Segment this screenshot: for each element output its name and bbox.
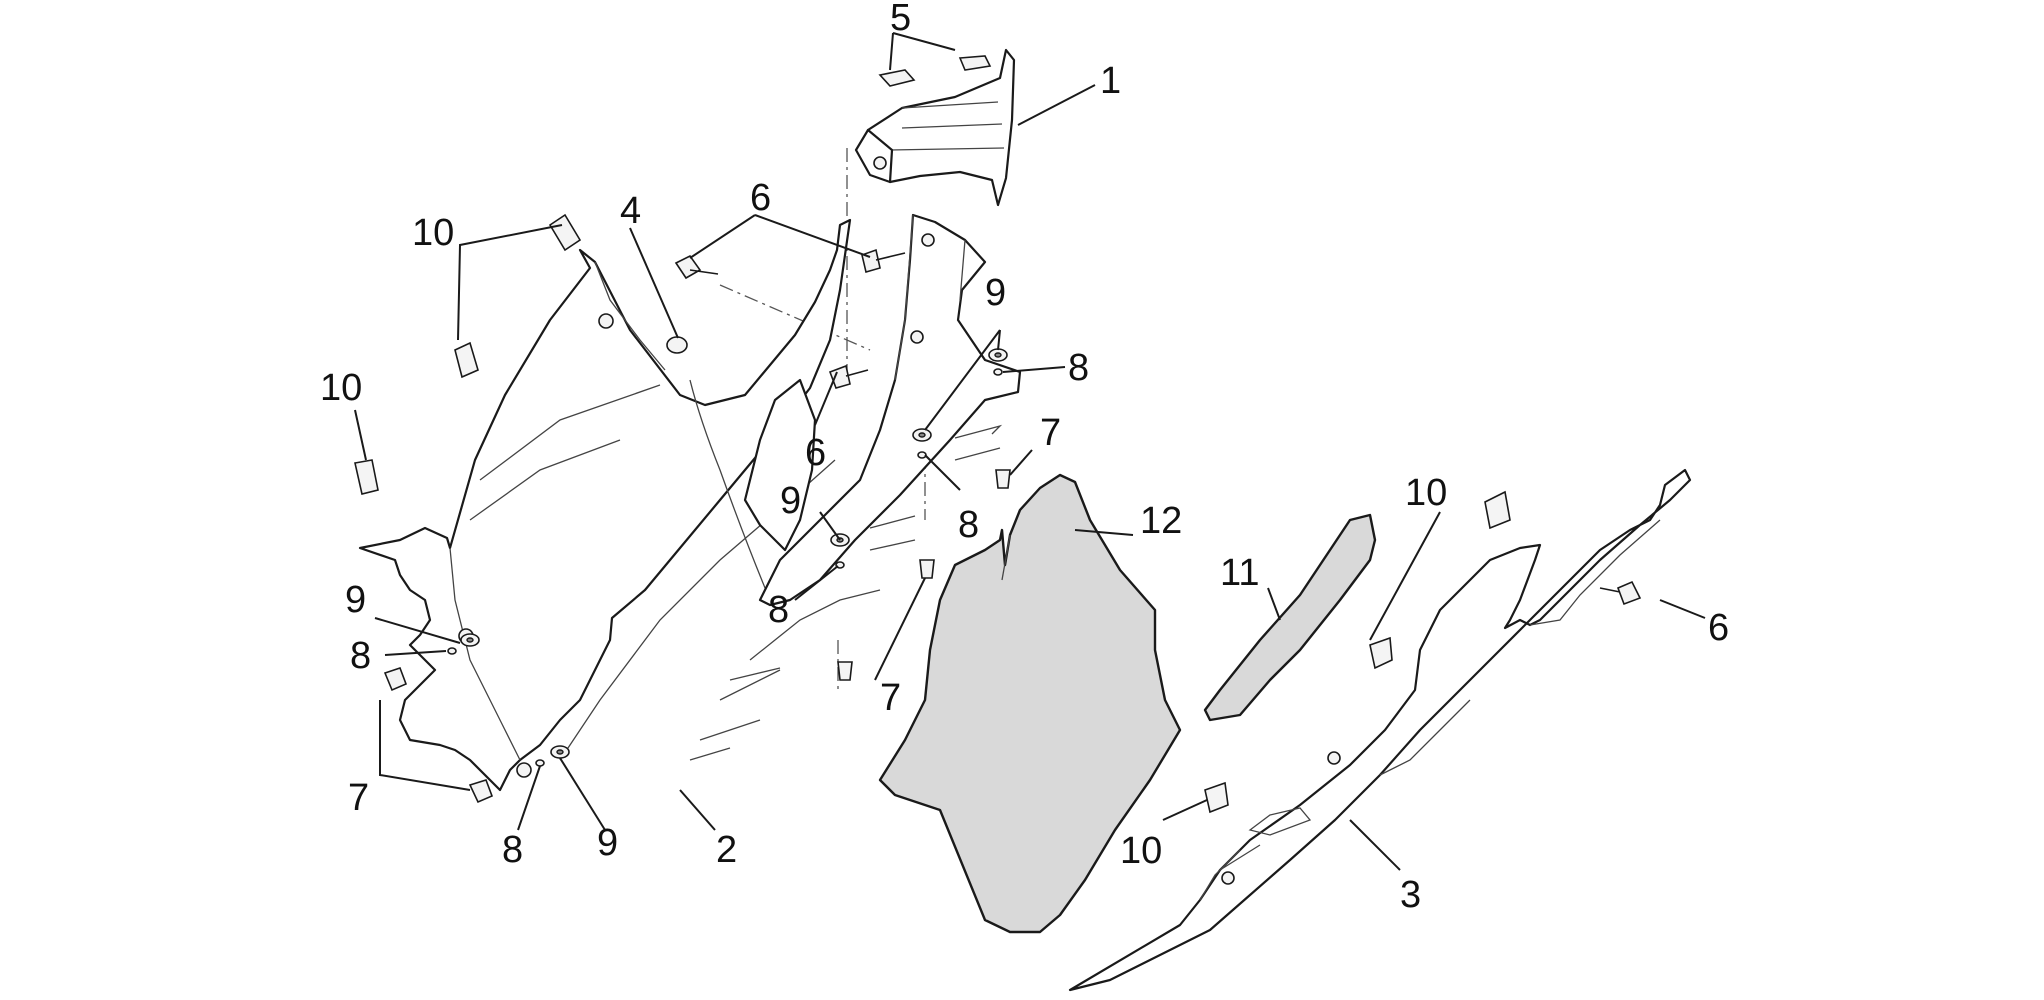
callout-9-upper: 9 (985, 272, 1006, 314)
leader-lines (354, 32, 1706, 871)
callout-6-right: 6 (1708, 607, 1729, 649)
callout-3: 3 (1400, 874, 1421, 916)
fastener-hardware (354, 213, 1642, 814)
callout-12: 12 (1140, 500, 1182, 542)
callout-7-middle: 7 (880, 677, 901, 719)
callout-7-upper: 7 (1040, 412, 1061, 454)
clip-nut (1484, 490, 1511, 530)
part-11-grey-strip (1203, 513, 1377, 722)
callout-labels: 1 5 6 4 10 10 6 9 8 7 8 9 8 7 9 8 7 8 9 … (320, 0, 1729, 916)
callout-9-left: 9 (345, 579, 366, 621)
part-12-grey-panel (878, 473, 1182, 934)
callout-1: 1 (1100, 60, 1121, 102)
callout-7-left: 7 (348, 777, 369, 819)
callout-2: 2 (716, 829, 737, 871)
callout-8-lower: 8 (768, 589, 789, 631)
clip-nut (548, 213, 582, 252)
part-3-lower-fairing (1068, 468, 1692, 992)
callout-9-bottom: 9 (597, 822, 618, 864)
clip-nuts-5 (878, 55, 992, 87)
callout-10-left: 10 (320, 367, 362, 409)
callout-6-upper: 6 (750, 177, 771, 219)
callout-8-left: 8 (350, 635, 371, 677)
clip-nut (354, 459, 379, 495)
callout-11: 11 (1220, 552, 1259, 594)
part-2-main-fairing (358, 218, 852, 792)
clip-nut (1204, 781, 1229, 814)
callout-10-upper: 10 (412, 212, 454, 254)
part-2-inner-panel (699, 213, 1022, 741)
callout-6-middle: 6 (805, 432, 826, 474)
callout-9-middle: 9 (780, 480, 801, 522)
part-1-upper-deflector (854, 48, 1016, 207)
callout-5: 5 (890, 0, 911, 39)
part-2-fins (689, 424, 1003, 761)
callout-10-bottom: 10 (1120, 830, 1162, 872)
clip-nut (454, 341, 479, 379)
callout-8-bottom: 8 (502, 829, 523, 871)
callout-4: 4 (620, 190, 641, 232)
clip-nut (1369, 636, 1393, 670)
callout-10-right: 10 (1405, 472, 1447, 514)
callout-8-upper: 8 (1068, 347, 1089, 389)
callout-8-middle: 8 (958, 504, 979, 546)
